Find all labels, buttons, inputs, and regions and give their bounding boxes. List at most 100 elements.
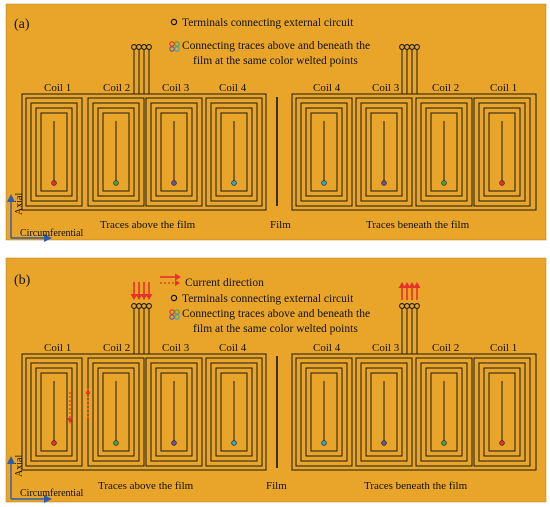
- panel-b-coil-label: Coil 1: [490, 342, 517, 354]
- welted-point: [499, 440, 505, 446]
- panel-b: (b) Current direction Terminals connecti…: [5, 257, 547, 503]
- current-in-arrows: [130, 282, 153, 300]
- coil-spiral-beneath: [415, 357, 473, 467]
- axial-axis-arrowhead: [7, 456, 15, 464]
- panel-b-coils: [21, 303, 537, 471]
- panel-a-legend-connecting-2: film at the same color welted points: [193, 55, 358, 67]
- welted-point: [381, 180, 387, 186]
- coil-spiral-above: [205, 357, 263, 467]
- panel-a-coil-label: Coil 1: [490, 82, 517, 94]
- welted-point-legend-icon: [174, 46, 180, 52]
- panel-a-legend-terminals: Terminals connecting external circuit: [182, 17, 354, 29]
- panel-a-coil-label: Coil 2: [432, 82, 459, 94]
- panel-b-coil-label: Coil 3: [162, 342, 190, 354]
- panel-b-legend-terminals: Terminals connecting external circuit: [182, 293, 354, 305]
- current-flow-dashed-arrows: [67, 388, 91, 424]
- welted-point: [441, 440, 447, 446]
- terminal-point: [146, 303, 152, 309]
- welted-point: [381, 440, 387, 446]
- welted-point-legend-icon: [169, 46, 175, 52]
- welted-point: [51, 180, 57, 186]
- panel-b-tag: (b): [14, 273, 31, 288]
- panel-a-tag: (a): [14, 17, 30, 32]
- welted-point: [441, 180, 447, 186]
- terminal-point: [414, 44, 420, 50]
- welted-point: [321, 440, 327, 446]
- terminal-legend-icon: [170, 18, 178, 26]
- welted-point: [231, 180, 237, 186]
- panel-b-label-beneath: Traces beneath the film: [364, 480, 468, 492]
- circumferential-axis-arrowhead: [44, 495, 52, 503]
- panel-b-legend-connecting-2: film at the same color welted points: [193, 323, 358, 335]
- coil-spiral-beneath: [473, 97, 531, 207]
- panel-b-legend-connecting-1: Connecting traces above and beneath the: [182, 308, 370, 320]
- panel-a-label-beneath: Traces beneath the film: [366, 219, 470, 231]
- coil-spiral-beneath: [355, 357, 413, 467]
- panel-a-coil-label: Coil 3: [162, 82, 190, 94]
- panel-a-coil-label: Coil 2: [103, 82, 130, 94]
- coil-spiral-beneath: [473, 357, 531, 467]
- panel-a-label-film: Film: [270, 219, 291, 231]
- panel-b-axis-circumferential: Circumferential: [20, 488, 84, 499]
- circumferential-axis-arrowhead: [44, 234, 52, 242]
- welted-point: [51, 440, 57, 446]
- welted-point: [113, 180, 119, 186]
- welted-point: [171, 440, 177, 446]
- current-legend-arrowhead: [175, 280, 180, 286]
- axial-axis-arrowhead: [7, 194, 15, 202]
- welted-point-legend-icon: [169, 314, 175, 320]
- panel-b-label-above: Traces above the film: [98, 480, 194, 492]
- panel-b-coil-label: Coil 4: [219, 342, 247, 354]
- welted-point: [171, 180, 177, 186]
- panel-a-axis-circumferential: Circumferential: [20, 228, 84, 239]
- coil-spiral-above: [25, 357, 83, 467]
- welted-point: [231, 440, 237, 446]
- welted-point: [499, 180, 505, 186]
- terminal-legend-icon: [170, 294, 178, 302]
- welted-point: [113, 440, 119, 446]
- coil-spiral-beneath: [295, 97, 353, 207]
- panel-b-axis-axial: Axial: [14, 455, 25, 477]
- coil-spiral-above: [145, 97, 203, 207]
- panel-b-label-film: Film: [266, 480, 287, 492]
- coil-spiral-above: [25, 97, 83, 207]
- panel-b-coil-label: Coil 2: [103, 342, 130, 354]
- coil-spiral-beneath: [355, 97, 413, 207]
- welted-point-legend-icon: [174, 41, 180, 47]
- welted-point-legend-icon: [169, 309, 175, 315]
- panel-a-coils: [21, 44, 537, 211]
- panel-a: (a) Terminals connecting external circui…: [5, 3, 547, 242]
- panel-a-coil-label: Coil 4: [313, 82, 341, 94]
- panel-a-label-above: Traces above the film: [100, 219, 196, 231]
- panel-a-legend-connecting-1: Connecting traces above and beneath the: [182, 40, 370, 52]
- trace-frame: [291, 353, 537, 471]
- terminal-leads-above: [131, 303, 152, 354]
- coil-spiral-above: [87, 97, 145, 207]
- panel-b-coil-label: Coil 1: [44, 342, 71, 354]
- coil-spiral-above: [145, 357, 203, 467]
- welted-point-legend-icon: [169, 41, 175, 47]
- coil-spiral-above: [205, 97, 263, 207]
- coil-spiral-beneath: [415, 97, 473, 207]
- panel-a-coil-label: Coil 4: [219, 82, 247, 94]
- terminal-point: [146, 44, 152, 50]
- welted-point-legend-icon: [174, 314, 180, 320]
- panel-b-coil-label: Coil 2: [432, 342, 459, 354]
- panel-a-axis-axial: Axial: [14, 193, 25, 215]
- panel-a-coil-label: Coil 3: [372, 82, 400, 94]
- current-out-arrows: [398, 282, 421, 300]
- trace-frame: [291, 93, 537, 211]
- welted-point: [321, 180, 327, 186]
- terminal-point: [414, 303, 420, 309]
- panel-b-legend-current: Current direction: [185, 277, 264, 289]
- panel-a-coil-label: Coil 1: [44, 82, 71, 94]
- panel-b-coil-label: Coil 4: [313, 342, 341, 354]
- welted-point-legend-icon: [174, 309, 180, 315]
- terminal-leads-beneath: [399, 303, 420, 354]
- terminal-leads-above: [131, 44, 152, 94]
- coil-spiral-beneath: [295, 357, 353, 467]
- terminal-leads-beneath: [399, 44, 420, 94]
- current-legend-arrowhead: [175, 273, 181, 281]
- panel-b-coil-label: Coil 3: [372, 342, 400, 354]
